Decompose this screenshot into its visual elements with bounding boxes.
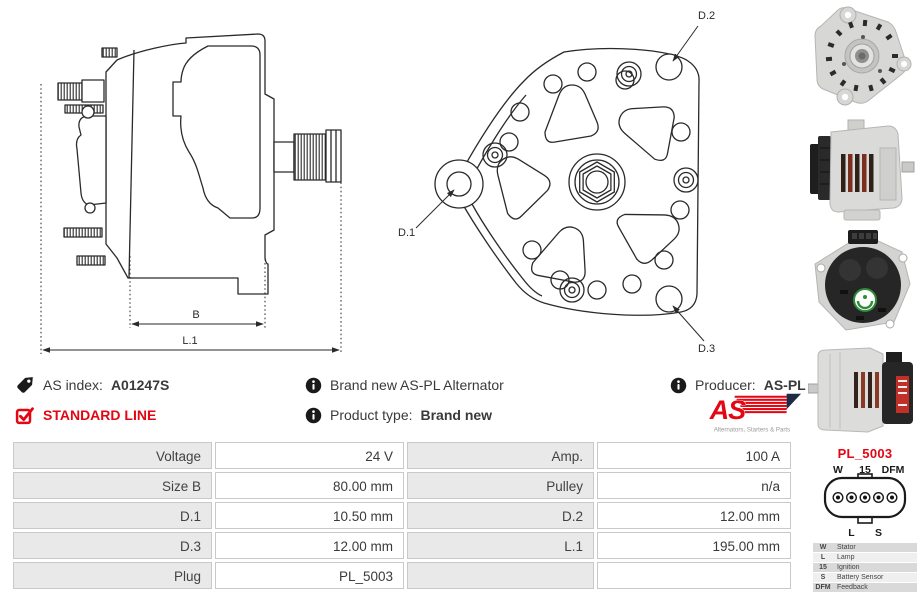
spec-value: 100 A <box>597 442 791 469</box>
dim-label-l1: L.1 <box>182 335 197 347</box>
dim-label-d3: D.3 <box>698 343 715 355</box>
green-sticker <box>853 288 877 312</box>
spec-label: Size B <box>13 472 212 499</box>
legend-desc: Lamp <box>837 554 855 561</box>
side-view-technical-drawing: B L.1 <box>40 33 342 354</box>
product-type-value: Brand new <box>420 407 493 423</box>
as-index-value: A01247S <box>110 377 170 393</box>
alternator-side-outline <box>57 33 342 295</box>
spec-table: Voltage 24 V Amp. 100 A Size B 80.00 mm … <box>13 442 791 589</box>
logo-stripes <box>734 395 787 414</box>
spec-value: 12.00 mm <box>215 532 404 559</box>
legend-key: S <box>820 574 826 581</box>
spec-label: Amp. <box>407 442 594 469</box>
spec-label: D.2 <box>407 502 594 529</box>
producer-label: Producer: <box>695 377 756 393</box>
plug-legend-row: 15 Ignition <box>813 563 917 572</box>
as-pl-logo: AS Alternators, Starters & Parts <box>708 393 802 433</box>
center-shaft-nut <box>568 153 626 211</box>
spec-label: Voltage <box>13 442 212 469</box>
spec-value <box>597 562 791 589</box>
front-view-technical-drawing: D.2 D.1 D.3 <box>398 10 715 355</box>
spec-value: 24 V <box>215 442 404 469</box>
plug-legend: W Stator L Lamp 15 Ignition S Battery Se… <box>813 543 917 592</box>
photo-alternator-rear[interactable] <box>808 228 918 338</box>
description-text: Brand new AS-PL Alternator <box>330 377 504 393</box>
legend-desc: Feedback <box>837 584 868 591</box>
plug-connector-diagram: W 15 DFM L S <box>823 464 907 539</box>
spec-value: n/a <box>597 472 791 499</box>
standard-line-label: STANDARD LINE <box>43 407 157 423</box>
dimension-lines <box>40 84 342 354</box>
plug-pin-label-15: 15 <box>859 464 871 476</box>
vent-slots <box>854 372 879 408</box>
logo-tagline: Alternators, Starters & Parts <box>714 426 790 433</box>
bearing-bosses <box>482 61 699 303</box>
dim-label-d2: D.2 <box>698 10 715 22</box>
plug-legend-row: W Stator <box>813 543 917 552</box>
spec-label: L.1 <box>407 532 594 559</box>
plug-pin-label-w: W <box>833 464 843 476</box>
checkbox-checked-icon <box>15 407 34 425</box>
bolt-holes <box>499 62 691 300</box>
spec-value: PL_5003 <box>215 562 404 589</box>
plug-pin-label-l: L <box>848 527 855 539</box>
photo-alternator-side[interactable] <box>808 112 918 224</box>
spec-value: 12.00 mm <box>597 502 791 529</box>
spec-value: 10.50 mm <box>215 502 404 529</box>
plug-pin-label-dfm: DFM <box>882 464 905 476</box>
plug-legend-row: S Battery Sensor <box>813 573 917 582</box>
spec-label <box>407 562 594 589</box>
spec-value: 195.00 mm <box>597 532 791 559</box>
alternator-front-outline <box>434 47 700 316</box>
vent-slots <box>825 19 898 92</box>
dim-label-d1: D.1 <box>398 227 415 239</box>
photo-alternator-side-rear[interactable] <box>808 342 918 438</box>
plug-pin-label-s: S <box>875 527 882 539</box>
logo-sail <box>786 393 802 410</box>
plug-legend-row: L Lamp <box>813 553 917 562</box>
spec-label: D.1 <box>13 502 212 529</box>
legend-key: DFM <box>815 584 831 591</box>
plug-panel: PL_5003 W 15 DFM L S W Stator <box>810 446 920 592</box>
plug-name: PL_5003 <box>837 446 893 461</box>
dim-label-b: B <box>192 309 199 321</box>
description-line: Brand new AS-PL Alternator <box>305 374 504 396</box>
tag-icon <box>17 377 33 393</box>
legend-key: W <box>819 544 827 551</box>
spec-label: Plug <box>13 562 212 589</box>
product-type-label: Product type: <box>330 407 413 423</box>
plug-pin-dots <box>836 495 894 500</box>
legend-desc: Stator <box>837 544 856 551</box>
logo-text: AS <box>709 395 746 425</box>
info-icon <box>305 377 322 393</box>
vent-slots <box>841 154 874 192</box>
legend-key: 15 <box>819 564 827 571</box>
as-index-line: AS index: A01247S <box>15 374 169 396</box>
red-label <box>896 376 909 413</box>
producer-line: Producer: AS-PL <box>670 374 806 396</box>
leader-lines <box>415 25 705 342</box>
legend-key: L <box>820 554 826 561</box>
info-icon <box>670 377 687 393</box>
product-photo-column <box>806 0 920 442</box>
spec-label: Pulley <box>407 472 594 499</box>
plug-legend-row: DFM Feedback <box>813 583 917 592</box>
spec-value: 80.00 mm <box>215 472 404 499</box>
product-type-line: Product type: Brand new <box>305 404 492 426</box>
info-icon <box>305 407 322 423</box>
standard-line-badge: STANDARD LINE <box>15 404 156 426</box>
legend-desc: Battery Sensor <box>837 574 884 581</box>
legend-desc: Ignition <box>837 564 860 571</box>
as-index-label: AS index: <box>43 377 103 393</box>
producer-value: AS-PL <box>763 377 806 393</box>
product-info-bar: AS index: A01247S STANDARD LINE Brand ne… <box>10 366 806 440</box>
photo-alternator-front[interactable] <box>808 2 918 110</box>
spec-label: D.3 <box>13 532 212 559</box>
